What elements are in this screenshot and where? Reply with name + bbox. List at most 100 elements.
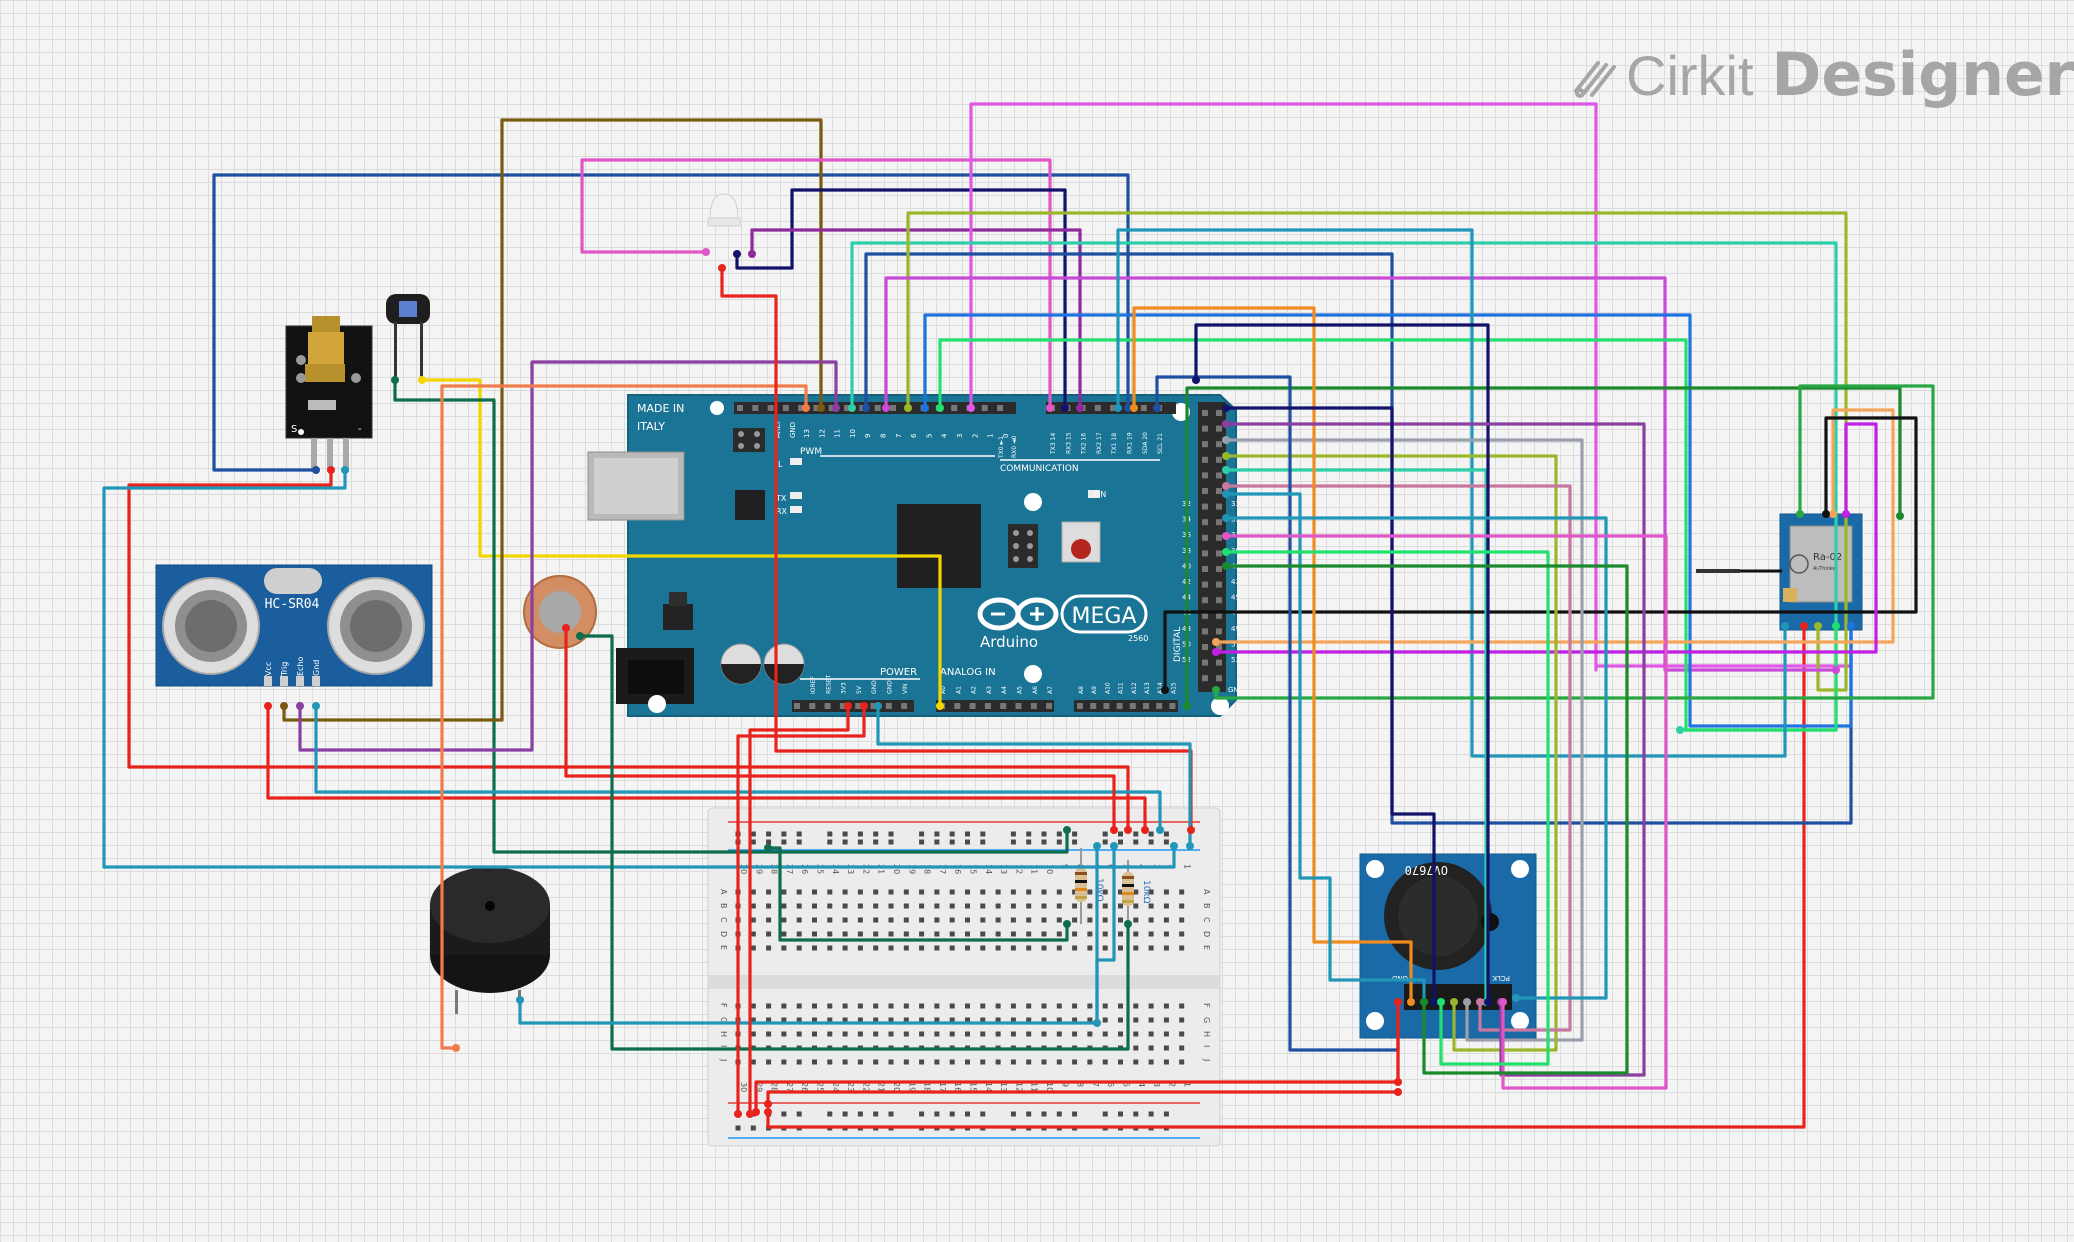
breadboard-hole[interactable] bbox=[857, 889, 863, 895]
wire-bb-jumper[interactable] bbox=[766, 846, 1069, 942]
breadboard-hole[interactable] bbox=[949, 1059, 955, 1065]
header-pin[interactable] bbox=[824, 703, 831, 709]
header-pin[interactable] bbox=[1216, 659, 1222, 666]
breadboard-hole[interactable] bbox=[1087, 1017, 1093, 1023]
wires[interactable] bbox=[102, 102, 1935, 1129]
breadboard-hole[interactable] bbox=[1041, 1017, 1047, 1023]
breadboard-hole[interactable] bbox=[1010, 931, 1016, 937]
breadboard-hole[interactable] bbox=[796, 1031, 802, 1037]
wire-piezo-gnd[interactable] bbox=[578, 634, 1130, 1051]
wire-lora-10[interactable] bbox=[1214, 384, 1935, 700]
breadboard-hole[interactable] bbox=[980, 945, 986, 951]
rail-hole[interactable] bbox=[796, 839, 802, 845]
wire-3v3[interactable] bbox=[876, 704, 1192, 848]
header-pin[interactable] bbox=[752, 405, 759, 411]
rail-hole[interactable] bbox=[857, 1111, 863, 1117]
wire-laser-gnd[interactable] bbox=[102, 468, 1176, 869]
breadboard-hole[interactable] bbox=[827, 903, 833, 909]
breadboard-hole[interactable] bbox=[796, 1003, 802, 1009]
breadboard-hole[interactable] bbox=[781, 1003, 787, 1009]
breadboard-hole[interactable] bbox=[888, 903, 894, 909]
header-pin[interactable] bbox=[1143, 703, 1149, 709]
breadboard-hole[interactable] bbox=[1133, 889, 1139, 895]
header-pin[interactable] bbox=[969, 703, 976, 709]
breadboard-hole[interactable] bbox=[919, 1059, 925, 1065]
header-pin[interactable] bbox=[1216, 581, 1222, 588]
breadboard-hole[interactable] bbox=[1118, 1059, 1123, 1065]
breadboard-hole[interactable] bbox=[1148, 889, 1154, 895]
rail-hole[interactable] bbox=[949, 1111, 955, 1117]
breadboard-hole[interactable] bbox=[1072, 1031, 1078, 1037]
breadboard-hole[interactable] bbox=[812, 903, 817, 909]
rail-hole[interactable] bbox=[766, 839, 772, 845]
rail-hole[interactable] bbox=[1041, 831, 1047, 837]
breadboard-hole[interactable] bbox=[1102, 1031, 1108, 1037]
breadboard-hole[interactable] bbox=[796, 917, 802, 923]
breadboard-hole[interactable] bbox=[857, 1003, 863, 1009]
breadboard-hole[interactable] bbox=[1056, 889, 1062, 895]
breadboard-hole[interactable] bbox=[1026, 917, 1032, 923]
breadboard-hole[interactable] bbox=[1133, 1017, 1139, 1023]
breadboard-hole[interactable] bbox=[1041, 1059, 1047, 1065]
rail-hole[interactable] bbox=[919, 839, 925, 845]
breadboard-hole[interactable] bbox=[1072, 945, 1078, 951]
breadboard-hole[interactable] bbox=[1118, 945, 1123, 951]
breadboard-hole[interactable] bbox=[1133, 1003, 1139, 1009]
rail-hole[interactable] bbox=[1163, 1111, 1169, 1117]
rail-hole[interactable] bbox=[1056, 831, 1062, 837]
header-pin[interactable] bbox=[1116, 703, 1123, 709]
header-pin[interactable] bbox=[1216, 644, 1222, 650]
header-pin[interactable] bbox=[737, 405, 743, 411]
header-pin[interactable] bbox=[767, 405, 774, 411]
breadboard-hole[interactable] bbox=[1148, 917, 1154, 923]
rail-hole[interactable] bbox=[750, 1125, 756, 1131]
breadboard-hole[interactable] bbox=[995, 931, 1001, 937]
rail-hole[interactable] bbox=[1072, 831, 1078, 837]
breadboard-hole[interactable] bbox=[919, 917, 925, 923]
breadboard-hole[interactable] bbox=[934, 917, 940, 923]
rail-hole[interactable] bbox=[1148, 839, 1154, 845]
wire-photo-gnd[interactable] bbox=[393, 378, 1069, 854]
rail-hole[interactable] bbox=[827, 831, 833, 837]
breadboard-hole[interactable] bbox=[1102, 1003, 1108, 1009]
breadboard-hole[interactable] bbox=[1102, 903, 1108, 909]
header-pin[interactable] bbox=[1202, 410, 1208, 416]
breadboard-hole[interactable] bbox=[1118, 917, 1123, 923]
breadboard-hole[interactable] bbox=[750, 945, 756, 951]
breadboard-hole[interactable] bbox=[919, 1017, 925, 1023]
header-pin[interactable] bbox=[1094, 405, 1101, 411]
header-pin[interactable] bbox=[1216, 472, 1222, 479]
breadboard-hole[interactable] bbox=[995, 917, 1001, 923]
breadboard-hole[interactable] bbox=[903, 1059, 909, 1065]
breadboard-hole[interactable] bbox=[781, 903, 787, 909]
breadboard-hole[interactable] bbox=[919, 1003, 925, 1009]
rail-hole[interactable] bbox=[949, 839, 955, 845]
breadboard-hole[interactable] bbox=[1026, 1003, 1032, 1009]
rail-hole[interactable] bbox=[1102, 831, 1108, 837]
breadboard-hole[interactable] bbox=[842, 945, 848, 951]
breadboard-hole[interactable] bbox=[903, 1003, 909, 1009]
breadboard-hole[interactable] bbox=[812, 1003, 817, 1009]
rail-hole[interactable] bbox=[1056, 1111, 1062, 1117]
breadboard-hole[interactable] bbox=[934, 1059, 940, 1065]
header-pin[interactable] bbox=[1202, 550, 1208, 557]
breadboard-hole[interactable] bbox=[1087, 1031, 1093, 1037]
rail-hole[interactable] bbox=[766, 831, 772, 837]
breadboard-hole[interactable] bbox=[1118, 903, 1123, 909]
rail-hole[interactable] bbox=[796, 1111, 802, 1117]
breadboard-hole[interactable] bbox=[1056, 1059, 1062, 1065]
rail-hole[interactable] bbox=[842, 1111, 848, 1117]
header-pin[interactable] bbox=[901, 703, 908, 709]
breadboard-hole[interactable] bbox=[980, 889, 986, 895]
rail-hole[interactable] bbox=[1133, 839, 1139, 845]
header-pin[interactable] bbox=[870, 703, 877, 709]
wire-laser-vcc[interactable] bbox=[127, 468, 1130, 832]
breadboard-hole[interactable] bbox=[1072, 931, 1078, 937]
rail-hole[interactable] bbox=[1148, 831, 1154, 837]
header-pin[interactable] bbox=[1030, 703, 1037, 709]
header-pin[interactable] bbox=[1202, 519, 1208, 526]
breadboard-hole[interactable] bbox=[934, 945, 940, 951]
breadboard-hole[interactable] bbox=[873, 945, 879, 951]
